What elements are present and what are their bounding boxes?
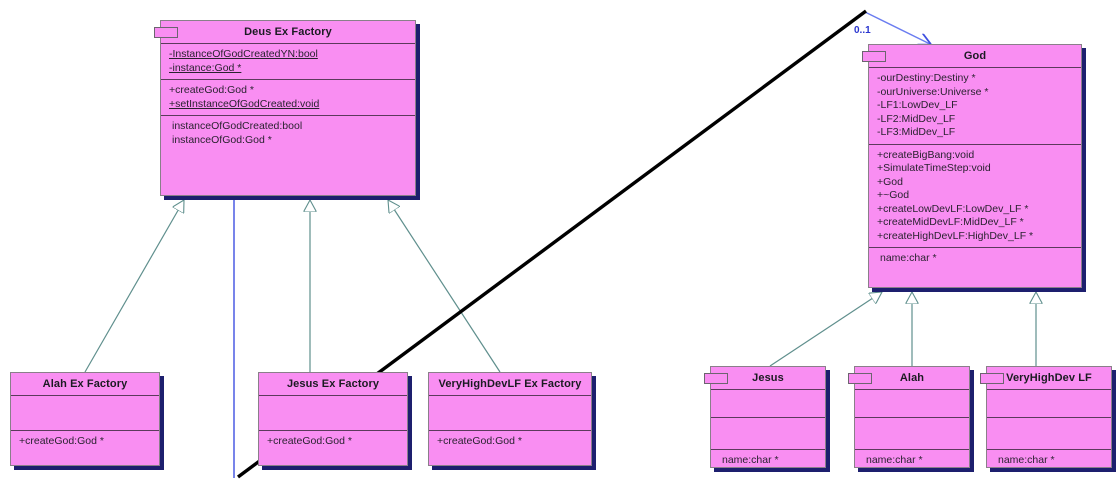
class-member: +createGod:God * [267, 435, 352, 447]
class-member: -ourUniverse:Universe * [877, 85, 989, 98]
class-tab-icon [704, 373, 728, 384]
class-member: +createLowDevLF:LowDev_LF * [877, 202, 1029, 215]
class-title: Jesus [711, 367, 825, 390]
class-member: +~God [877, 189, 910, 201]
class-section-properties: name:char * [987, 450, 1111, 472]
class-title: Alah [855, 367, 969, 390]
class-member: +createGod:God * [19, 435, 104, 447]
class-section-operations [855, 418, 969, 450]
class-section-attributes [11, 396, 159, 431]
generalization-alah-ex-factory-to-deus [84, 200, 184, 373]
class-tab-icon [862, 51, 886, 62]
multiplicity-label-0-1: 0..1 [854, 25, 871, 36]
class-title: God [869, 45, 1081, 68]
class-section-attributes [987, 390, 1111, 418]
class-section-properties: name:char * [711, 450, 825, 472]
class-section-operations [711, 418, 825, 450]
class-member: name:char * [880, 252, 937, 264]
class-box-veryhighdevlf-ex-factory[interactable]: VeryHighDevLF Ex Factory +createGod:God … [428, 372, 592, 466]
class-title: VeryHighDevLF Ex Factory [429, 373, 591, 396]
class-section-attributes: -InstanceOfGodCreatedYN:bool -instance:G… [161, 44, 415, 80]
generalization-veryhighdevlf-ex-factory-to-deus [388, 200, 501, 373]
class-box-deus-ex-factory[interactable]: Deus Ex Factory -InstanceOfGodCreatedYN:… [154, 20, 416, 196]
class-member: instanceOfGodCreated:bool [172, 120, 303, 132]
class-title: VeryHighDev LF [987, 367, 1111, 390]
class-section-attributes: -ourDestiny:Destiny * -ourUniverse:Unive… [869, 68, 1081, 145]
class-member: +createMidDevLF:MidDev_LF * [877, 216, 1024, 228]
class-tab-icon [848, 373, 872, 384]
class-section-attributes [429, 396, 591, 431]
class-member: instanceOfGod:God * [172, 133, 272, 146]
class-section-operations: +createGod:God * [259, 431, 407, 465]
class-section-attributes [711, 390, 825, 418]
class-member: -LF3:MidDev_LF [877, 126, 956, 138]
class-section-operations: +createGod:God * [11, 431, 159, 465]
class-member: +createBigBang:void [877, 148, 975, 161]
class-box-jesus-ex-factory[interactable]: Jesus Ex Factory +createGod:God * [258, 372, 408, 466]
class-member: -LF2:MidDev_LF [877, 112, 956, 125]
class-section-operations: +createGod:God * +setInstanceOfGodCreate… [161, 80, 415, 116]
class-member: +createGod:God * [437, 435, 522, 447]
class-section-attributes [259, 396, 407, 431]
class-member: name:char * [722, 454, 779, 466]
class-title: Alah Ex Factory [11, 373, 159, 396]
class-box-jesus[interactable]: Jesus name:char * [704, 366, 826, 468]
class-section-properties: name:char * [855, 450, 969, 472]
class-section-properties: instanceOfGodCreated:bool instanceOfGod:… [161, 116, 415, 195]
class-member: +createHighDevLF:HighDev_LF * [877, 229, 1034, 242]
class-section-properties: name:char * [869, 248, 1081, 287]
class-tab-icon [154, 27, 178, 38]
class-member: -LF1:LowDev_LF [877, 99, 958, 111]
class-member: name:char * [866, 454, 923, 466]
class-section-operations: +createBigBang:void +SimulateTimeStep:vo… [869, 145, 1081, 248]
class-title: Jesus Ex Factory [259, 373, 407, 396]
class-title: Deus Ex Factory [161, 21, 415, 44]
class-tab-icon [980, 373, 1004, 384]
class-member: -ourDestiny:Destiny * [877, 72, 976, 84]
class-member: +God [877, 175, 903, 188]
class-member: +SimulateTimeStep:void [877, 162, 991, 174]
class-box-veryhighdev-lf[interactable]: VeryHighDev LF name:char * [980, 366, 1112, 468]
class-member: +createGod:God * [169, 84, 254, 96]
class-member: +setInstanceOfGodCreated:void [169, 97, 320, 110]
class-box-alah-ex-factory[interactable]: Alah Ex Factory +createGod:God * [10, 372, 160, 466]
association-deus-to-god [233, 11, 930, 478]
class-section-operations [987, 418, 1111, 450]
class-member: -InstanceOfGodCreatedYN:bool [169, 48, 318, 60]
class-section-operations: +createGod:God * [429, 431, 591, 465]
class-section-attributes [855, 390, 969, 418]
class-member: -instance:God * [169, 61, 242, 74]
class-box-god[interactable]: God -ourDestiny:Destiny * -ourUniverse:U… [862, 44, 1082, 288]
class-box-alah[interactable]: Alah name:char * [848, 366, 970, 468]
generalization-jesus-to-god [769, 292, 882, 367]
class-member: name:char * [998, 454, 1055, 466]
